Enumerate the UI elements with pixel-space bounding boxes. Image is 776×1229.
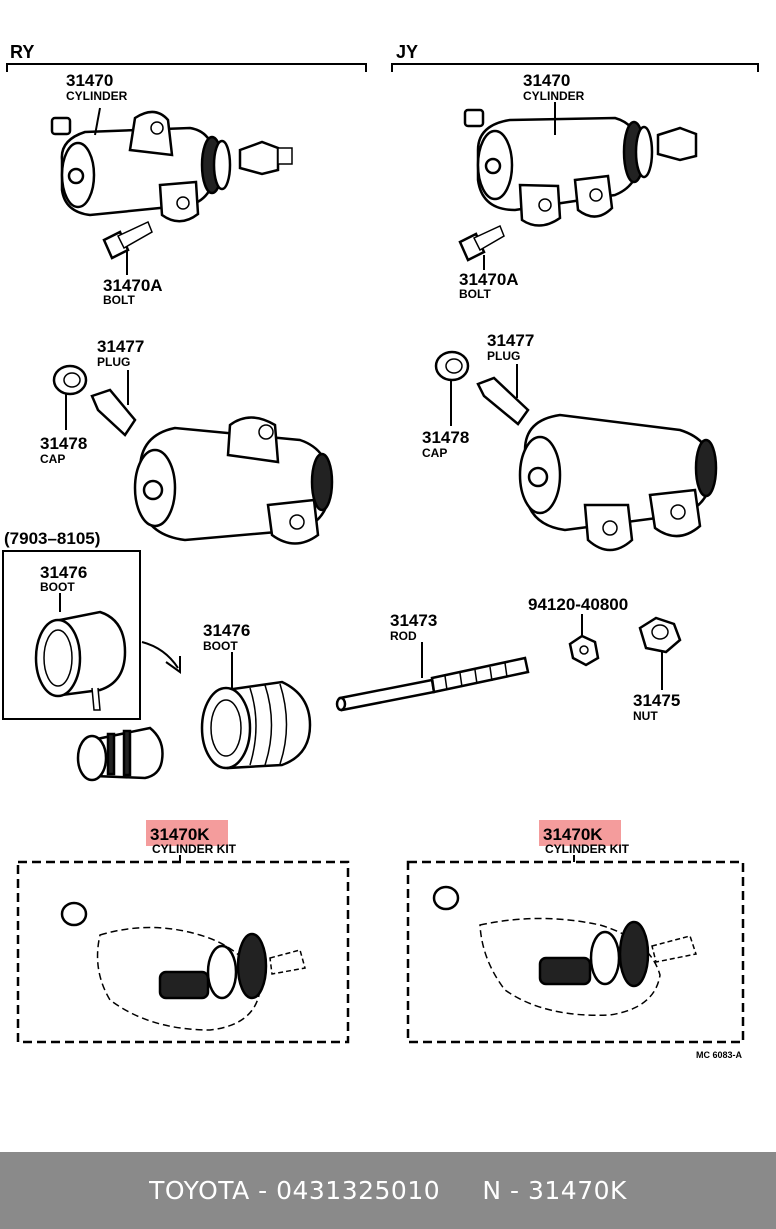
- part-number-cylinder-right: 31470: [523, 71, 570, 90]
- part-number-nut-small: 94120-40800: [528, 595, 628, 614]
- part-name-boot-old: BOOT: [40, 580, 75, 594]
- kit-left-box: [16, 860, 350, 1044]
- part-name-kit-right: CYLINDER KIT: [545, 842, 630, 856]
- replacement-arrow: [141, 641, 179, 669]
- part-name-plug-right: PLUG: [487, 349, 520, 363]
- date-range-label: (7903–8105): [4, 529, 100, 548]
- part-name-boot-new: BOOT: [203, 639, 238, 653]
- cylinder-left-illustration: [50, 110, 293, 223]
- bolt-left-illustration: [102, 220, 153, 260]
- kit-left-illustration: [60, 901, 306, 1031]
- footer-bar: TOYOTA - 0431325010 N - 31470K: [0, 1152, 776, 1229]
- part-number-cap-right: 31478: [422, 428, 469, 447]
- part-number-plug-left: 31477: [97, 337, 144, 356]
- kit-right-illustration: [432, 885, 697, 1017]
- cylinder-right-illustration: [463, 108, 698, 227]
- part-number-rod: 31473: [390, 611, 437, 630]
- part-number-cap-left: 31478: [40, 434, 87, 453]
- part-number-bolt-left: 31470A: [103, 276, 163, 295]
- nut-illustration: [638, 616, 682, 654]
- old-boot-box: [2, 550, 141, 720]
- nut-small-illustration: [568, 634, 600, 667]
- part-name-cap-right: CAP: [422, 446, 447, 460]
- section-label-jy: JY: [396, 42, 418, 62]
- part-name-rod: ROD: [390, 629, 417, 643]
- cylinder-right-detail-illustration: [434, 350, 718, 552]
- part-name-cylinder-right: CYLINDER: [523, 89, 585, 103]
- part-name-bolt-left: BOLT: [103, 293, 135, 307]
- leader-cylinder-left: [94, 107, 101, 136]
- section-bracket-ry: [6, 63, 367, 72]
- highlight-kit-right: [539, 820, 621, 846]
- section-bracket-jy: [391, 63, 759, 72]
- cylinder-left-detail-illustration: [52, 364, 334, 545]
- kit-right-box: [406, 860, 745, 1044]
- part-number-boot-new: 31476: [203, 621, 250, 640]
- part-name-cylinder-left: CYLINDER: [66, 89, 128, 103]
- part-number-kit-right: 31470K: [543, 825, 603, 844]
- part-number-cylinder-left: 31470: [66, 71, 113, 90]
- part-number-kit-left: 31470K: [150, 825, 210, 844]
- figure-code: MC 6083-A: [696, 1050, 743, 1060]
- part-number-bolt-right: 31470A: [459, 270, 519, 289]
- bolt-right-illustration: [458, 224, 505, 262]
- replacement-arrow-head: [165, 656, 181, 674]
- boot-old-illustration: [34, 610, 127, 711]
- parts-diagram: RY JY 31470 CYLINDER 31470A BOLT: [2, 42, 759, 1060]
- part-name-plug-left: PLUG: [97, 355, 130, 369]
- part-number-plug-right: 31477: [487, 331, 534, 350]
- section-label-ry: RY: [10, 42, 34, 62]
- rod-illustration: [335, 656, 530, 712]
- part-name-nut: NUT: [633, 709, 658, 723]
- footer-text: TOYOTA - 0431325010 N - 31470K: [149, 1176, 627, 1205]
- boot-new-illustration: [200, 680, 312, 770]
- highlight-kit-left: [146, 820, 228, 846]
- piston-illustration: [76, 726, 164, 782]
- part-number-boot-old: 31476: [40, 563, 87, 582]
- part-name-cap-left: CAP: [40, 452, 65, 466]
- part-name-bolt-right: BOLT: [459, 287, 491, 301]
- part-name-kit-left: CYLINDER KIT: [152, 842, 237, 856]
- part-number-nut: 31475: [633, 691, 680, 710]
